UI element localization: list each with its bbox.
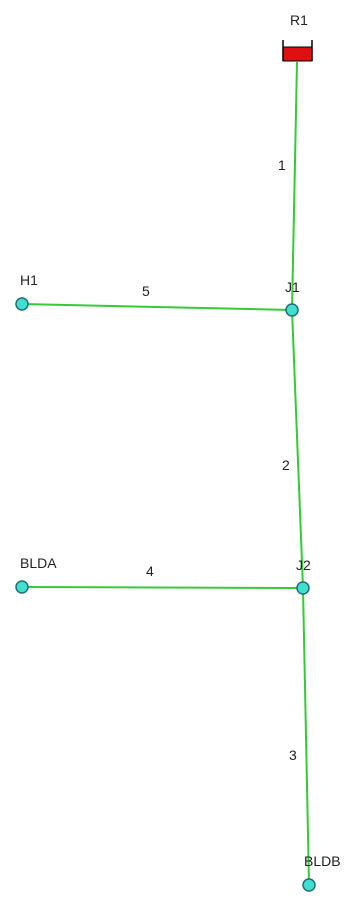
- label-h1: H1: [20, 272, 38, 288]
- pipe-2[interactable]: [291, 309, 304, 589]
- junction-j2[interactable]: [296, 581, 310, 595]
- pipe-1[interactable]: [291, 61, 298, 311]
- label-pipe-4: 4: [146, 563, 154, 579]
- junction-blda[interactable]: [15, 580, 29, 594]
- reservoir-icon: [282, 46, 313, 62]
- label-pipe-5: 5: [142, 283, 150, 299]
- reservoir-r1[interactable]: [282, 40, 313, 62]
- pipe-5[interactable]: [21, 303, 293, 311]
- pipe-3[interactable]: [302, 587, 310, 886]
- label-pipe-1: 1: [278, 157, 286, 173]
- label-bldb: BLDB: [304, 853, 341, 869]
- junction-h1[interactable]: [15, 297, 29, 311]
- label-pipe-2: 2: [282, 457, 290, 473]
- label-blda: BLDA: [20, 555, 57, 571]
- junction-j1[interactable]: [285, 303, 299, 317]
- label-j2: J2: [296, 557, 311, 573]
- pipe-4[interactable]: [21, 586, 304, 589]
- label-r1: R1: [290, 12, 308, 28]
- label-j1: J1: [285, 279, 300, 295]
- junction-bldb[interactable]: [302, 878, 316, 892]
- label-pipe-3: 3: [289, 747, 297, 763]
